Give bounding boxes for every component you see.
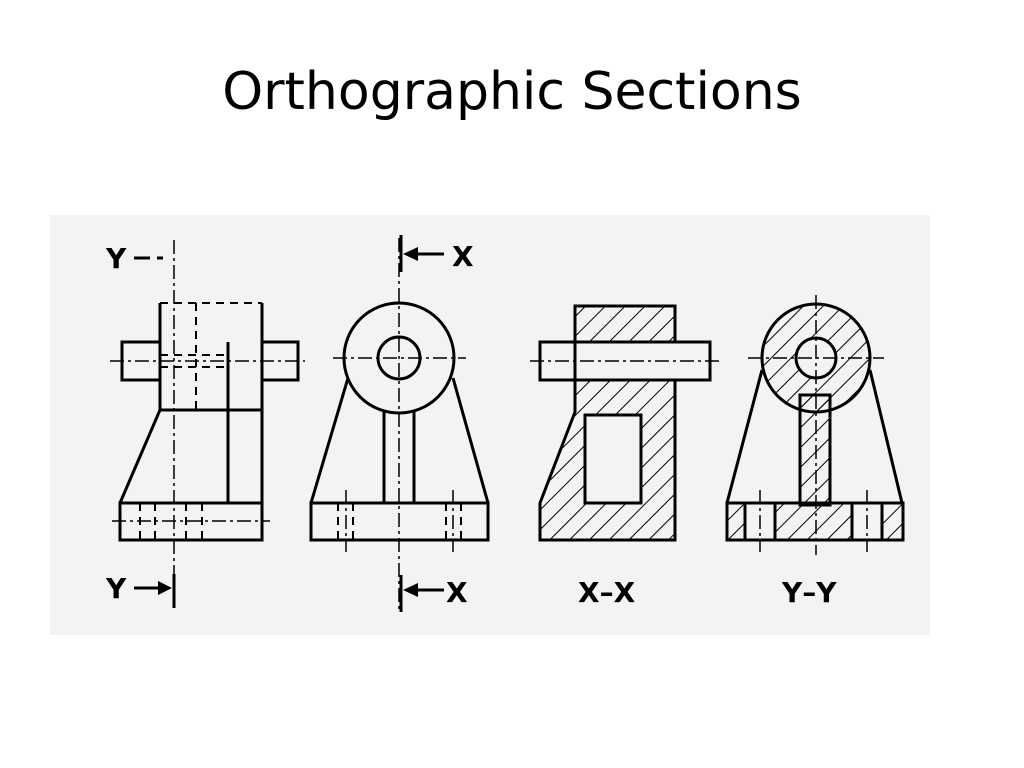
front-elevation-view	[110, 240, 305, 600]
section-yy-view	[725, 295, 905, 555]
section-xx-pocket	[583, 413, 643, 505]
section-yy-web	[798, 393, 832, 507]
x-marker-bottom: X	[446, 576, 468, 609]
paper-background	[50, 215, 930, 635]
cutting-plane-x-markers: X X	[399, 235, 474, 612]
section-xx-view	[530, 304, 720, 542]
x-marker-top: X	[452, 240, 474, 273]
cutting-plane-y-markers: Y Y	[105, 242, 176, 608]
slide-title: Orthographic Sections	[222, 62, 802, 122]
y-marker-top: Y	[105, 242, 127, 275]
section-yy-caption: Y–Y	[781, 576, 837, 609]
y-marker-bottom: Y	[105, 572, 127, 605]
section-xx-caption: X–X	[578, 576, 636, 609]
end-elevation-view	[309, 238, 490, 610]
orthographic-figure: Y Y	[50, 215, 930, 635]
